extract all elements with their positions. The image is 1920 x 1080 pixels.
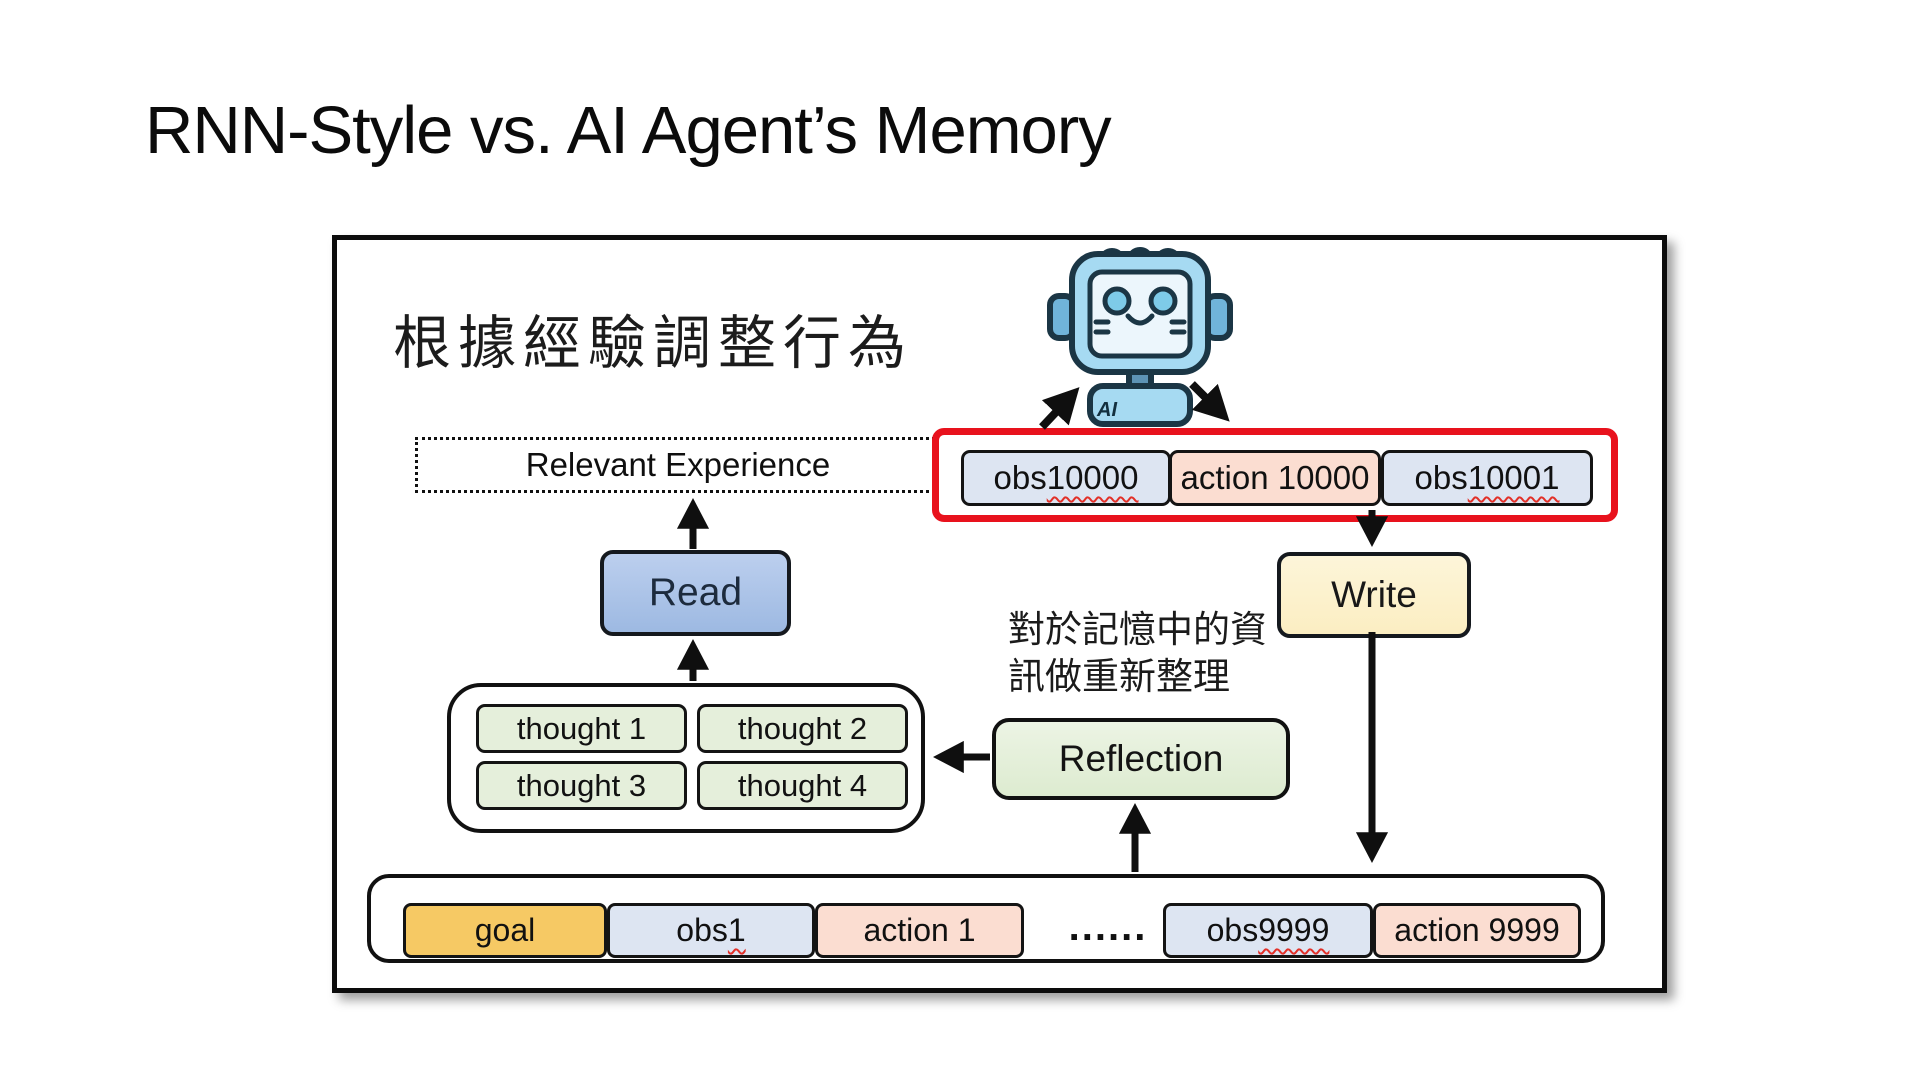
reflection-note-line2: 訊做重新整理 [1008,656,1230,697]
reflection-note-zh: 對於記憶中的資 訊做重新整理 [1008,606,1267,700]
page-title: RNN-Style vs. AI Agent’s Memory [145,93,1112,168]
action-10000-pill: action 10000 [1169,450,1381,506]
goal-pill: goal [403,903,607,958]
heading-zh: 根據經驗調整行為 [393,311,914,376]
robot-icon: AI [1047,247,1233,427]
thought-4-pill: thought 4 [697,761,908,810]
obs-9999-pill: obs 9999 [1163,903,1373,958]
thought-1-pill: thought 1 [476,704,687,753]
action-9999-pill: action 9999 [1373,903,1581,958]
thoughts-container: thought 1 thought 2 thought 3 thought 4 [447,683,925,833]
thought-3-pill: thought 3 [476,761,687,810]
robot-ai-label: AI [1096,399,1117,421]
thought-2-pill: thought 2 [697,704,908,753]
ellipsis-dots: ...... [1068,905,1148,949]
obs-1-pill: obs 1 [607,903,815,958]
relevant-experience-box: Relevant Experience [415,437,941,493]
relevant-experience-label: Relevant Experience [525,446,831,483]
write-box: Write [1277,552,1471,638]
read-box: Read [600,550,791,636]
reflection-note-line1: 對於記憶中的資 [1008,609,1267,650]
obs-10000-pill: obs 10000 [961,450,1171,506]
memory-bar: goal obs 1 action 1 ...... obs 9999 acti… [367,874,1605,963]
reflection-box: Reflection [992,718,1290,800]
action-1-pill: action 1 [815,903,1024,958]
obs-10001-pill: obs 10001 [1381,450,1593,506]
current-step-highlight-box: obs 10000 action 10000 obs 10001 [932,428,1618,522]
